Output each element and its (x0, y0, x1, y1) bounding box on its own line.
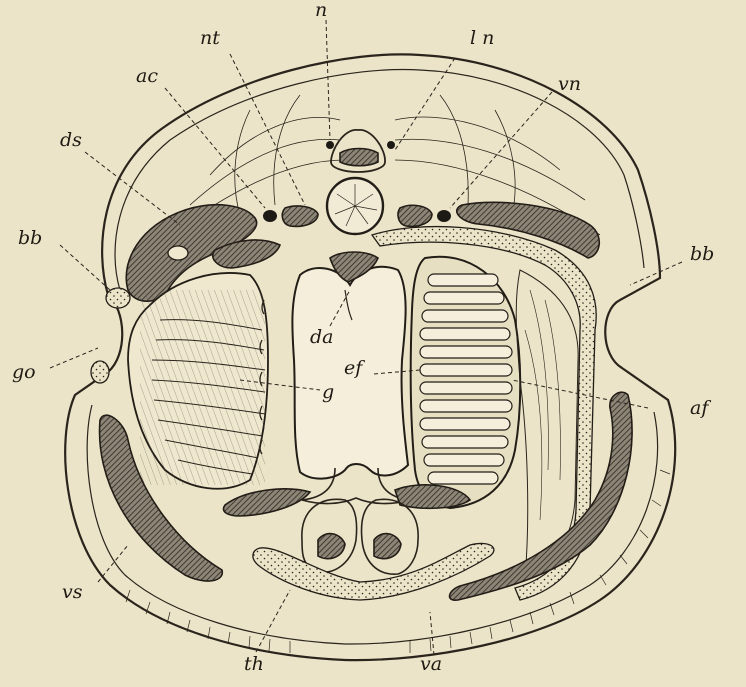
label-vs: vs (62, 581, 83, 603)
label-g: g (322, 381, 334, 403)
label-bb-right: bb (690, 243, 714, 265)
gill-slits-right (411, 257, 520, 508)
label-da: da (310, 326, 334, 348)
ventral-gonads (302, 499, 418, 574)
label-ef: ef (344, 357, 365, 379)
label-nt: nt (200, 27, 220, 49)
notochord (327, 178, 383, 234)
label-th: th (244, 653, 264, 675)
label-va: va (420, 653, 442, 675)
label-vn: vn (558, 73, 581, 95)
label-bb-left: bb (18, 227, 42, 249)
label-n: n (315, 0, 327, 21)
label-go: go (12, 361, 36, 383)
label-ln: l n (470, 27, 494, 49)
neural-tube (326, 130, 395, 172)
label-ac: ac (136, 65, 158, 87)
label-af: af (690, 397, 711, 419)
label-ds: ds (60, 129, 82, 151)
